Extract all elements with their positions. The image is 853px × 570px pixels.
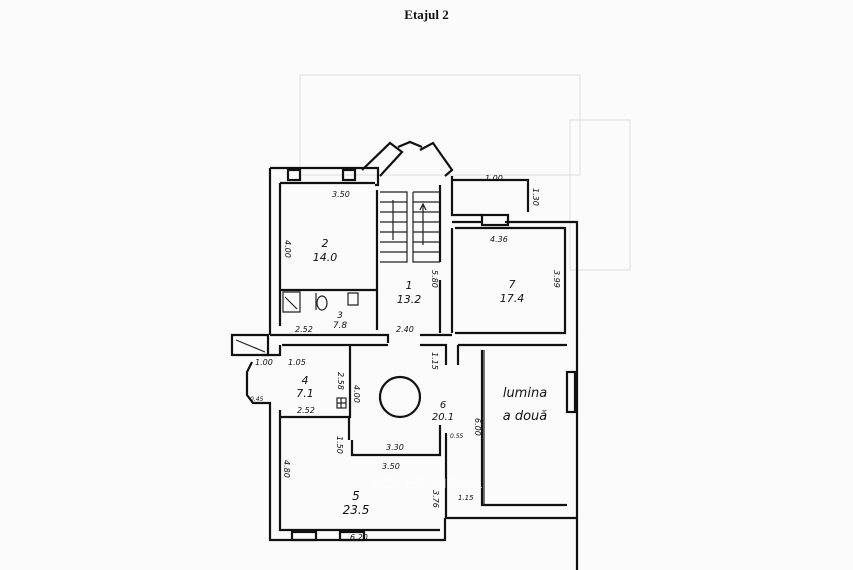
room-area: 17.4 <box>500 292 525 305</box>
dimension: 3.30 <box>386 443 404 452</box>
dimension: 1.15 <box>458 494 474 502</box>
room-number: 5 <box>352 489 360 503</box>
window <box>565 370 577 414</box>
room-area: 14.0 <box>313 251 338 264</box>
dimension: 5.80 <box>430 270 439 288</box>
dimension: 2.40 <box>396 325 414 334</box>
dimension: 2.58 <box>336 372 345 390</box>
walls <box>230 140 579 570</box>
dimension: 2.52 <box>295 325 313 334</box>
dimension: 1.05 <box>288 358 306 367</box>
room-area: 7.8 <box>333 321 348 331</box>
room-area: 13.2 <box>397 293 422 306</box>
dimension: 2.52 <box>297 406 315 415</box>
dimension: 3.76 <box>431 490 440 508</box>
window <box>480 213 510 227</box>
room-number: 6 <box>440 400 446 411</box>
room-area: 7.1 <box>296 387 314 400</box>
room-area: 20.1 <box>432 412 454 423</box>
ghost-lines <box>299 74 631 271</box>
dimension: 0.55 <box>450 433 464 440</box>
round-skylight <box>378 375 422 419</box>
room-number: 1 <box>406 279 413 292</box>
dimension: 0.45 <box>250 396 264 403</box>
dimension: 1.00 <box>485 174 503 183</box>
dimension: 4.00 <box>352 385 361 403</box>
dimension: 6.00 <box>473 418 482 436</box>
dimension: 4.00 <box>283 240 292 258</box>
watermark: ACCES IMOBIL <box>372 475 484 491</box>
room-number: 7 <box>509 278 516 291</box>
dimension: 1.00 <box>255 358 273 367</box>
room-area: 23.5 <box>343 503 370 517</box>
window <box>341 168 357 182</box>
dimension: 3.50 <box>382 462 400 471</box>
dimension: 3.50 <box>332 190 350 199</box>
dimension: 6.20 <box>350 533 368 542</box>
void-label: lumina <box>503 386 547 401</box>
window <box>286 168 302 182</box>
window <box>290 530 318 542</box>
dimension: 1.50 <box>335 436 344 454</box>
dimension: 4.80 <box>282 460 291 478</box>
dimension: 1.30 <box>531 188 540 206</box>
room-labels: 2 14.0 1 13.2 3 7.8 7 17.4 4 7.1 6 20.1 … <box>296 237 547 517</box>
room-number: 2 <box>322 237 329 250</box>
room-number: 3 <box>337 311 343 321</box>
plan-title: Etajul 2 <box>404 7 449 22</box>
void-label: a două <box>503 409 548 424</box>
dimension-labels: 3.50 4.00 1.00 1.30 4.36 3.99 5.80 2.52 … <box>250 174 561 542</box>
dimension: 1.15 <box>430 352 439 370</box>
window <box>338 530 366 542</box>
dimension: 4.36 <box>490 235 508 244</box>
room-number: 4 <box>302 374 309 387</box>
dimension: 3.99 <box>552 270 561 288</box>
